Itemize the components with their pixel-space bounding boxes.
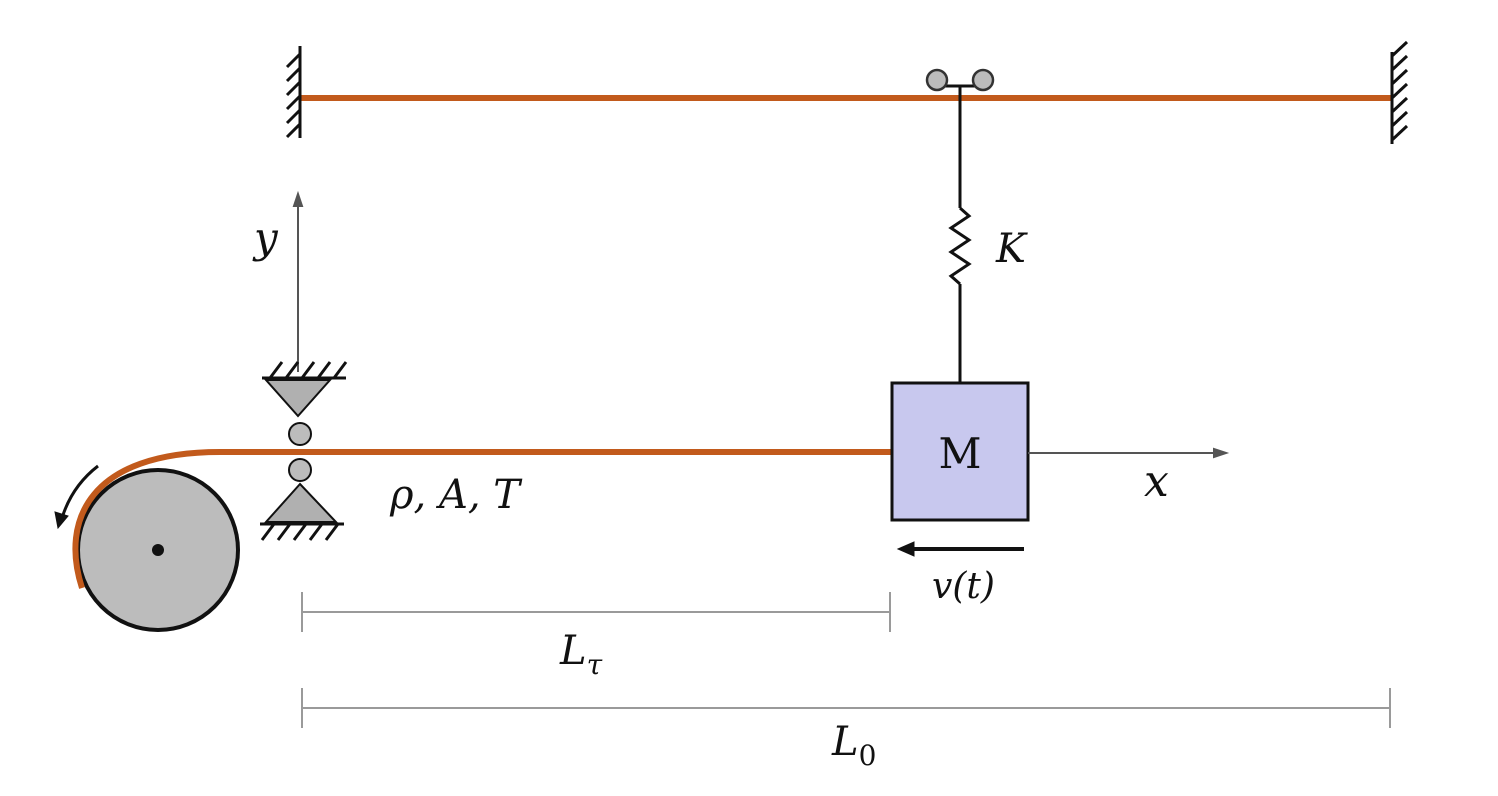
left-fixed-wall-icon (285, 46, 302, 139)
y-axis-label: y (252, 213, 279, 262)
velocity-arrow (896, 541, 1024, 557)
right-fixed-wall-icon (1390, 40, 1409, 144)
rotating-drum-icon (76, 468, 240, 632)
dimension-l-0 (301, 688, 1391, 728)
dimension-l-tau (301, 592, 891, 632)
guide-rollers-icon (260, 361, 348, 541)
moving-string (72, 449, 892, 589)
spring-label: K (995, 226, 1028, 272)
l-tau-sub: τ (587, 648, 603, 681)
trolley-wheels-icon (925, 68, 995, 92)
string-properties-label: ρ, A, T (389, 472, 523, 518)
l-0-main: L (831, 719, 859, 765)
spring (948, 86, 972, 383)
dimension-l-tau-label: Lτ (559, 628, 603, 681)
y-axis (292, 190, 304, 372)
l-tau-main: L (559, 628, 587, 674)
dimension-l-0-label: L0 (831, 719, 876, 772)
drum-rotation-arrow-icon (54, 464, 99, 530)
mass-label: M (938, 429, 981, 478)
x-axis-label: x (1144, 456, 1169, 507)
velocity-label: v(t) (932, 566, 995, 607)
l-0-sub: 0 (859, 739, 877, 772)
x-axis (1028, 447, 1230, 459)
mass-block (890, 381, 1030, 522)
